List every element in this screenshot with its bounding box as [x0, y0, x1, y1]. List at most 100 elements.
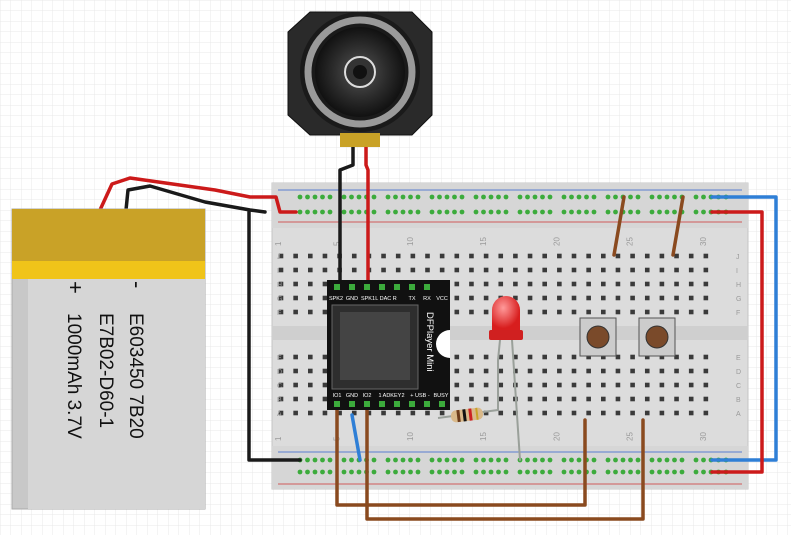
rail-hole — [613, 457, 618, 463]
rail-hole — [444, 194, 450, 200]
wire-right-red — [710, 210, 764, 474]
rail-hole — [488, 469, 494, 475]
hole — [601, 253, 606, 259]
rail-hole — [693, 209, 699, 215]
hole — [659, 309, 665, 315]
dfplayer-pin — [394, 401, 400, 407]
hole — [425, 410, 430, 416]
rail-hole — [628, 457, 633, 463]
hole — [454, 396, 460, 402]
hole — [483, 410, 489, 416]
hole — [308, 410, 313, 416]
hole — [571, 396, 577, 402]
dfplayer-pin — [364, 401, 370, 407]
rail-hole — [503, 469, 509, 475]
rail-hole — [356, 194, 362, 200]
hole — [542, 354, 547, 360]
hole — [601, 309, 606, 315]
rail-hole — [620, 457, 626, 463]
dfplayer-pin — [334, 284, 340, 290]
hole — [366, 410, 372, 416]
hole — [483, 295, 489, 301]
hole — [395, 267, 401, 273]
hole — [542, 281, 547, 287]
hole — [469, 368, 474, 374]
hole — [527, 295, 533, 301]
hole — [630, 368, 635, 374]
rail-hole — [576, 209, 582, 215]
hole — [351, 253, 357, 259]
dfplayer-bottom-pin-label: + USB - — [410, 393, 430, 399]
dfplayer-pin — [349, 284, 355, 290]
hole — [601, 354, 606, 360]
rail-hole — [540, 457, 545, 463]
hole — [322, 354, 328, 360]
resistor-band-2 — [462, 409, 467, 422]
rail-hole — [444, 209, 450, 215]
column-number: 30 — [699, 432, 708, 441]
rail-hole — [591, 194, 597, 200]
hole — [322, 382, 328, 388]
rail-hole — [473, 194, 479, 200]
column-number: 15 — [479, 432, 488, 441]
rail-hole — [672, 469, 677, 475]
rail-hole — [649, 209, 655, 215]
rail-hole — [371, 457, 377, 463]
rail-hole — [613, 209, 618, 215]
hole — [659, 253, 665, 259]
hole — [703, 410, 709, 416]
rail-hole — [532, 194, 538, 200]
rail-hole — [415, 194, 421, 200]
hole — [644, 267, 650, 273]
rail-hole — [496, 194, 501, 200]
hole — [674, 354, 679, 360]
hole — [439, 253, 445, 259]
rail-hole — [452, 209, 457, 215]
rail-hole — [473, 469, 479, 475]
rail-hole — [459, 209, 465, 215]
dfplayer-top-pin-label: VCC — [436, 296, 448, 302]
sd-card-slot-inner — [340, 312, 410, 380]
row-letter: E — [277, 355, 282, 362]
hole — [571, 281, 577, 287]
dfplayer-bottom-pin-label: IO2 — [363, 393, 372, 399]
battery-cap-yellow — [12, 261, 205, 279]
hole — [337, 410, 342, 416]
rail-hole — [547, 194, 553, 200]
hole — [527, 354, 533, 360]
rail-hole — [400, 469, 406, 475]
hole — [351, 410, 357, 416]
hole — [293, 354, 298, 360]
hole — [542, 410, 547, 416]
hole — [527, 368, 533, 374]
hole — [630, 354, 635, 360]
rail-hole — [657, 457, 662, 463]
hole — [557, 281, 562, 287]
rail-hole — [540, 194, 545, 200]
row-letter: D — [277, 369, 282, 376]
hole — [615, 368, 621, 374]
rail-hole — [561, 194, 567, 200]
rail-hole — [452, 194, 457, 200]
hole — [571, 309, 577, 315]
rail-hole — [408, 209, 413, 215]
rail-hole — [547, 209, 553, 215]
hole — [278, 309, 284, 315]
hole — [586, 295, 591, 301]
rail-hole — [459, 469, 465, 475]
hole — [527, 281, 533, 287]
rail-hole — [540, 209, 545, 215]
hole — [293, 295, 298, 301]
hole — [674, 382, 679, 388]
hole — [454, 309, 460, 315]
rail-hole — [408, 469, 413, 475]
rail-hole — [488, 209, 494, 215]
hole — [308, 309, 313, 315]
hole — [571, 354, 577, 360]
hole — [586, 309, 591, 315]
rail-hole — [561, 209, 567, 215]
rail-hole — [635, 469, 641, 475]
hole — [278, 253, 284, 259]
rail-hole — [341, 469, 347, 475]
rail-hole — [312, 469, 318, 475]
